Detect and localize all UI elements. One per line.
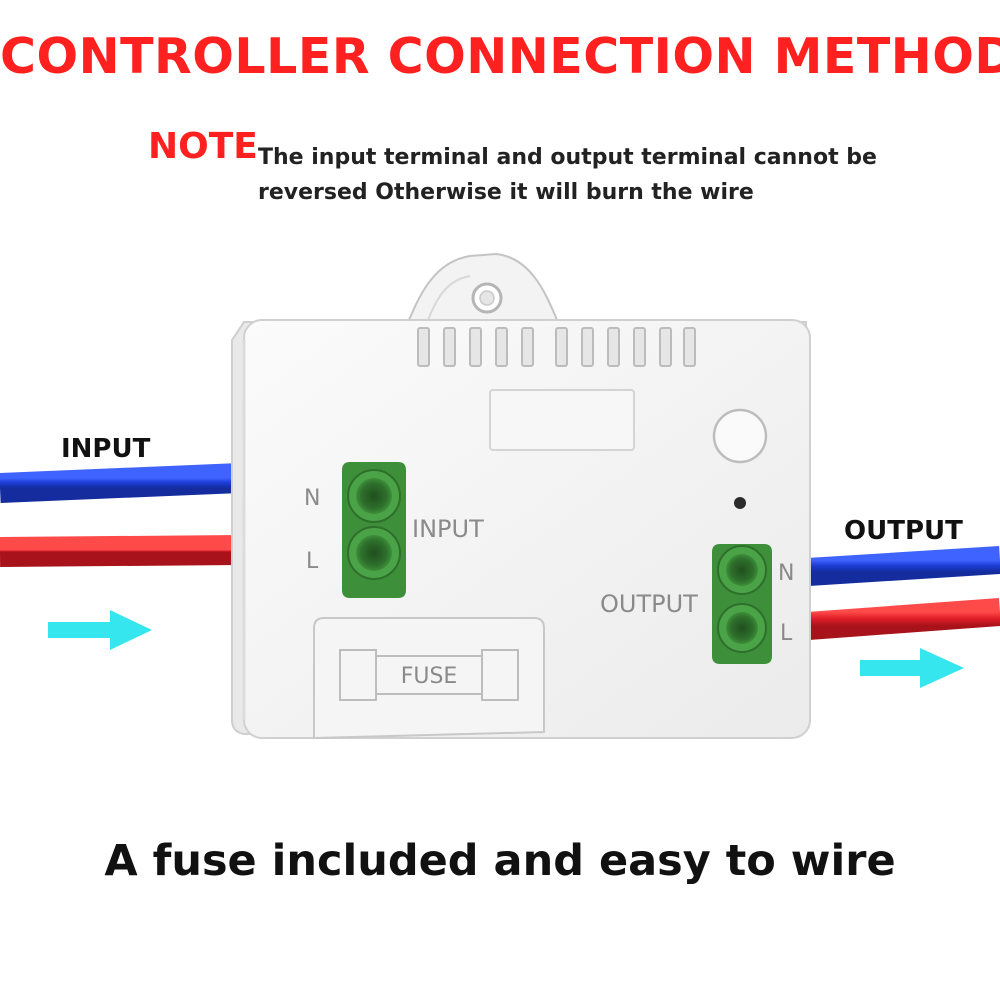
controller-body: INPUT OUTPUT FUSE N L N L	[231, 319, 811, 740]
page-title: CONTROLLER CONNECTION METHOD	[0, 28, 1000, 85]
device-input-label: INPUT	[412, 515, 484, 543]
output-neutral-wire	[807, 546, 1000, 586]
fuse-label: FUSE	[401, 664, 458, 689]
input-neutral-wire	[0, 463, 241, 503]
arrow-right-icon	[48, 610, 152, 650]
vent-slots	[417, 327, 696, 367]
bottom-caption: A fuse included and easy to wire	[104, 836, 896, 886]
note-label: NOTE	[148, 126, 258, 167]
arrow-right-icon	[860, 648, 964, 688]
input-n-label: N	[304, 486, 320, 511]
input-wires	[0, 463, 252, 567]
output-l-label: L	[780, 621, 793, 646]
mounting-tab	[406, 252, 560, 323]
output-live-wire	[806, 598, 1000, 640]
input-live-wire	[0, 535, 241, 567]
fuse-cover	[313, 617, 545, 740]
pair-button	[712, 408, 768, 464]
label-recess	[489, 389, 635, 451]
output-side-label: OUTPUT	[844, 516, 963, 546]
output-terminal	[712, 544, 772, 664]
device-output-label: OUTPUT	[600, 590, 698, 618]
note-text: The input terminal and output terminal c…	[258, 145, 877, 205]
output-n-label: N	[778, 561, 794, 586]
input-side-label: INPUT	[61, 434, 151, 464]
output-wires	[806, 546, 1000, 640]
status-led	[734, 497, 746, 509]
input-l-label: L	[306, 549, 319, 574]
input-terminal	[342, 462, 406, 598]
